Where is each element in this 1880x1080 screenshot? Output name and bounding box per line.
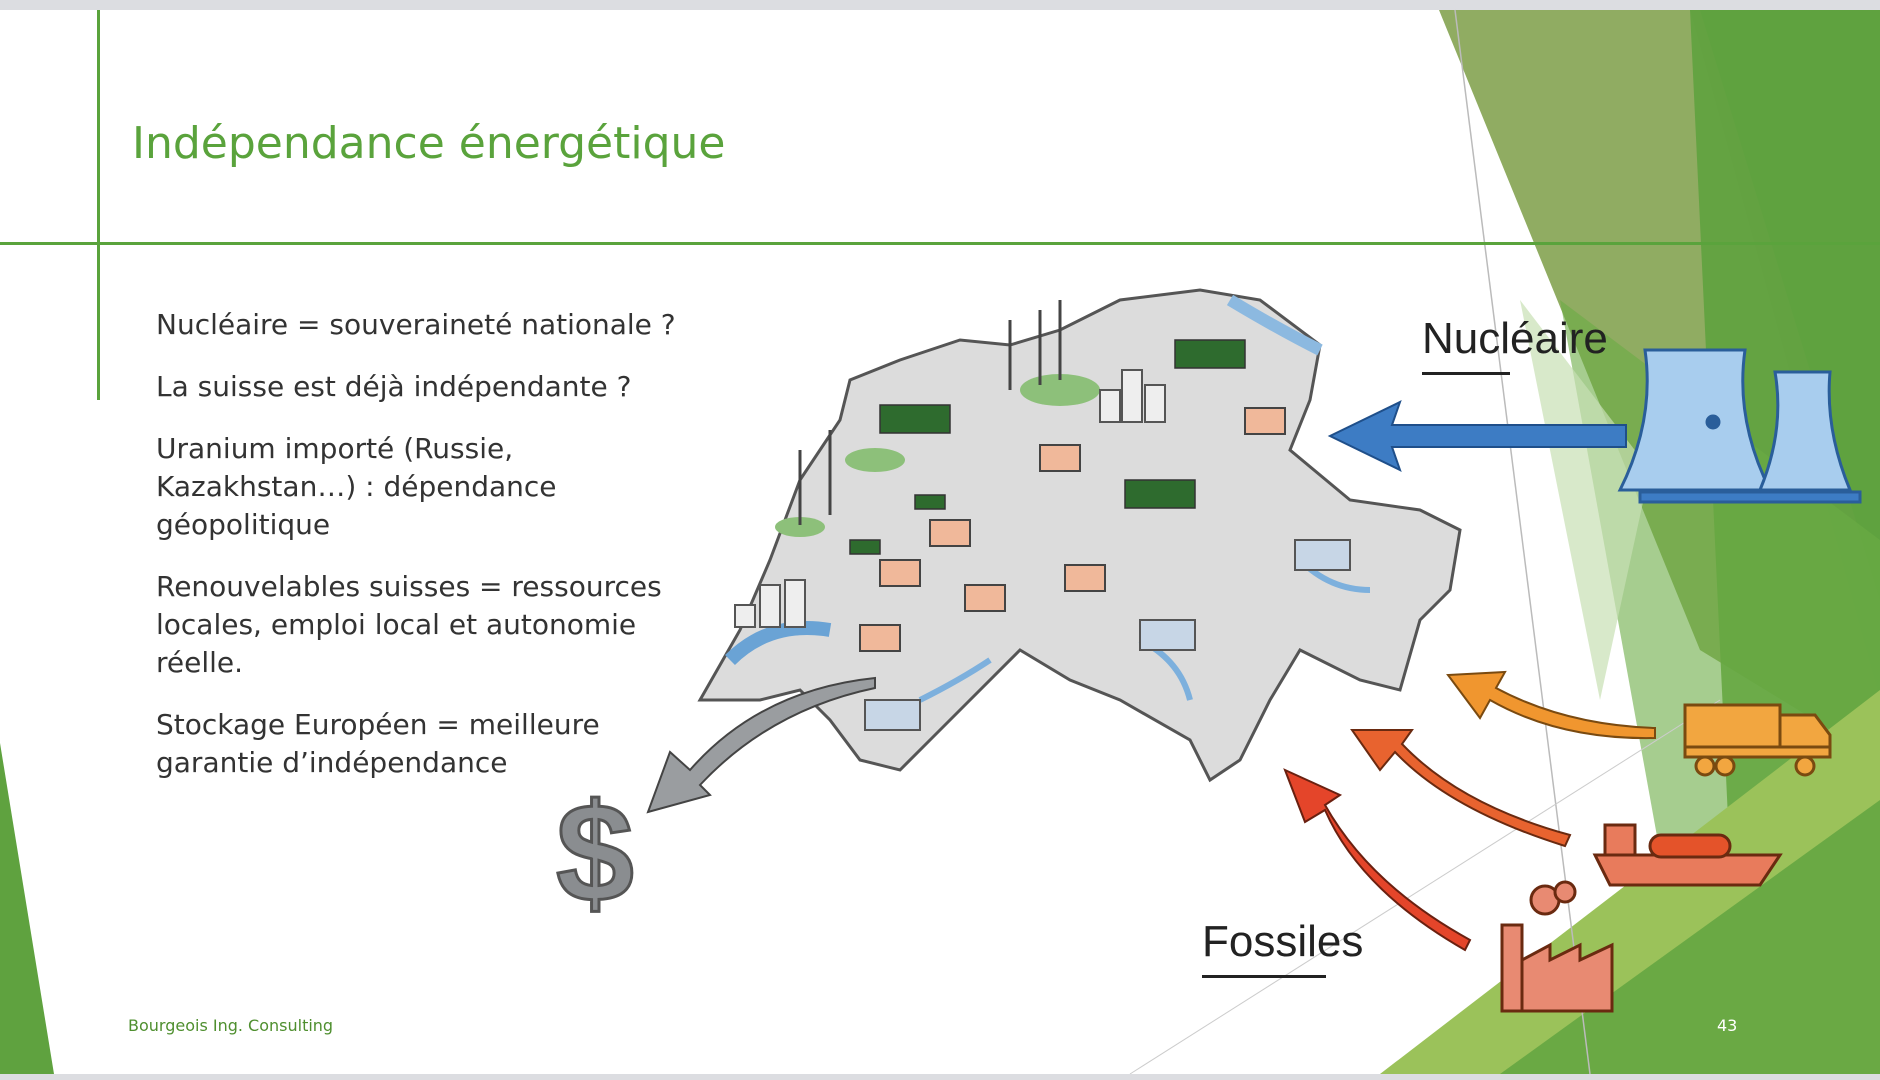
bullet-item: Stockage Européen = meilleure garantie d… — [156, 708, 600, 779]
window-bottom-bar — [0, 1074, 1880, 1080]
slide-title: Indépendance énergétique — [132, 118, 726, 169]
solar-panel-icons — [849, 339, 1246, 555]
fossil-label-underline — [1202, 975, 1326, 978]
bullet-item: Renouvelables suisses = ressources local… — [156, 570, 662, 679]
nuclear-label-text: Nucléaire — [1422, 314, 1608, 363]
ship-arrow-icon — [1350, 729, 1572, 848]
fossil-label: Fossiles — [1202, 917, 1364, 978]
money-arrow-icon — [646, 676, 876, 814]
deco-line — [1129, 699, 1721, 1075]
nuclear-label-underline — [1422, 372, 1510, 375]
dollar-icon: $ — [555, 773, 636, 933]
city-icons — [734, 369, 1166, 628]
house-icons — [859, 407, 1286, 652]
ship-icon — [1592, 823, 1783, 887]
lake-geneva — [725, 621, 832, 666]
page-number: 43 — [1717, 1016, 1738, 1035]
bullet-list: Nucléaire = souveraineté nationale ? La … — [156, 306, 676, 806]
nuclear-label: Nucléaire — [1422, 314, 1608, 375]
footer-text: Bourgeois Ing. Consulting — [128, 1016, 334, 1035]
dam-icons — [864, 539, 1351, 731]
bullet-item: Nucléaire = souveraineté nationale ? — [156, 308, 676, 341]
window-top-bar — [0, 0, 1880, 10]
fossil-label-text: Fossiles — [1202, 917, 1364, 966]
factory-icon — [1500, 880, 1614, 1013]
horizontal-divider — [0, 242, 1880, 245]
vertical-divider — [97, 10, 100, 400]
truck-icon — [1683, 703, 1832, 777]
wind-turbine-icons — [798, 300, 1062, 525]
lake-constance — [1226, 294, 1323, 356]
green-shape-pale — [1520, 300, 1650, 700]
nuclear-arrow-icon — [1327, 400, 1627, 472]
green-shape-left — [0, 743, 54, 1074]
bullet-item: Uranium importé (Russie, Kazakhstan…) : … — [156, 432, 557, 541]
truck-arrow-icon — [1446, 670, 1656, 740]
bullet-item: La suisse est déjà indépendante ? — [156, 370, 632, 403]
factory-arrow-icon — [1283, 768, 1472, 952]
nuclear-plant-icon — [1617, 348, 1862, 504]
